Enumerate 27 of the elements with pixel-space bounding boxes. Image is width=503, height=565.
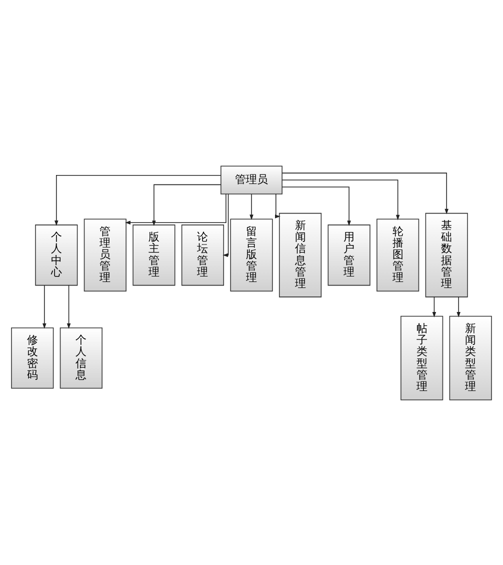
node-box: 新闻信息管理	[278, 212, 322, 297]
arrow	[222, 193, 229, 257]
node-box: 论坛管理	[181, 224, 224, 286]
node-box: 用户管理	[328, 224, 370, 286]
node-box: 管理员管理	[84, 218, 126, 292]
arrow	[456, 296, 460, 317]
arrow	[282, 179, 400, 220]
node-box: 新闻类型管理	[449, 315, 492, 400]
arrow	[250, 193, 254, 220]
node-box: 个人中心	[35, 224, 78, 286]
arrow	[282, 172, 448, 214]
node-box: 管理员	[220, 165, 282, 194]
arrow	[54, 174, 222, 226]
node-box: 基础数据管理	[425, 212, 468, 297]
node-box: 帖子类型管理	[400, 315, 444, 400]
arrow	[275, 193, 280, 218]
node-box: 留言版管理	[230, 218, 273, 292]
arrow	[42, 284, 46, 328]
arrow	[282, 186, 351, 226]
arrow	[66, 284, 71, 328]
node-box: 修改密码	[11, 327, 54, 388]
node-box: 版主管理	[132, 224, 176, 286]
node-box: 个人信息	[60, 327, 102, 388]
node-box: 轮播图管理	[376, 218, 420, 292]
arrow	[432, 296, 436, 317]
arrow	[152, 184, 222, 226]
arrow	[125, 193, 226, 224]
